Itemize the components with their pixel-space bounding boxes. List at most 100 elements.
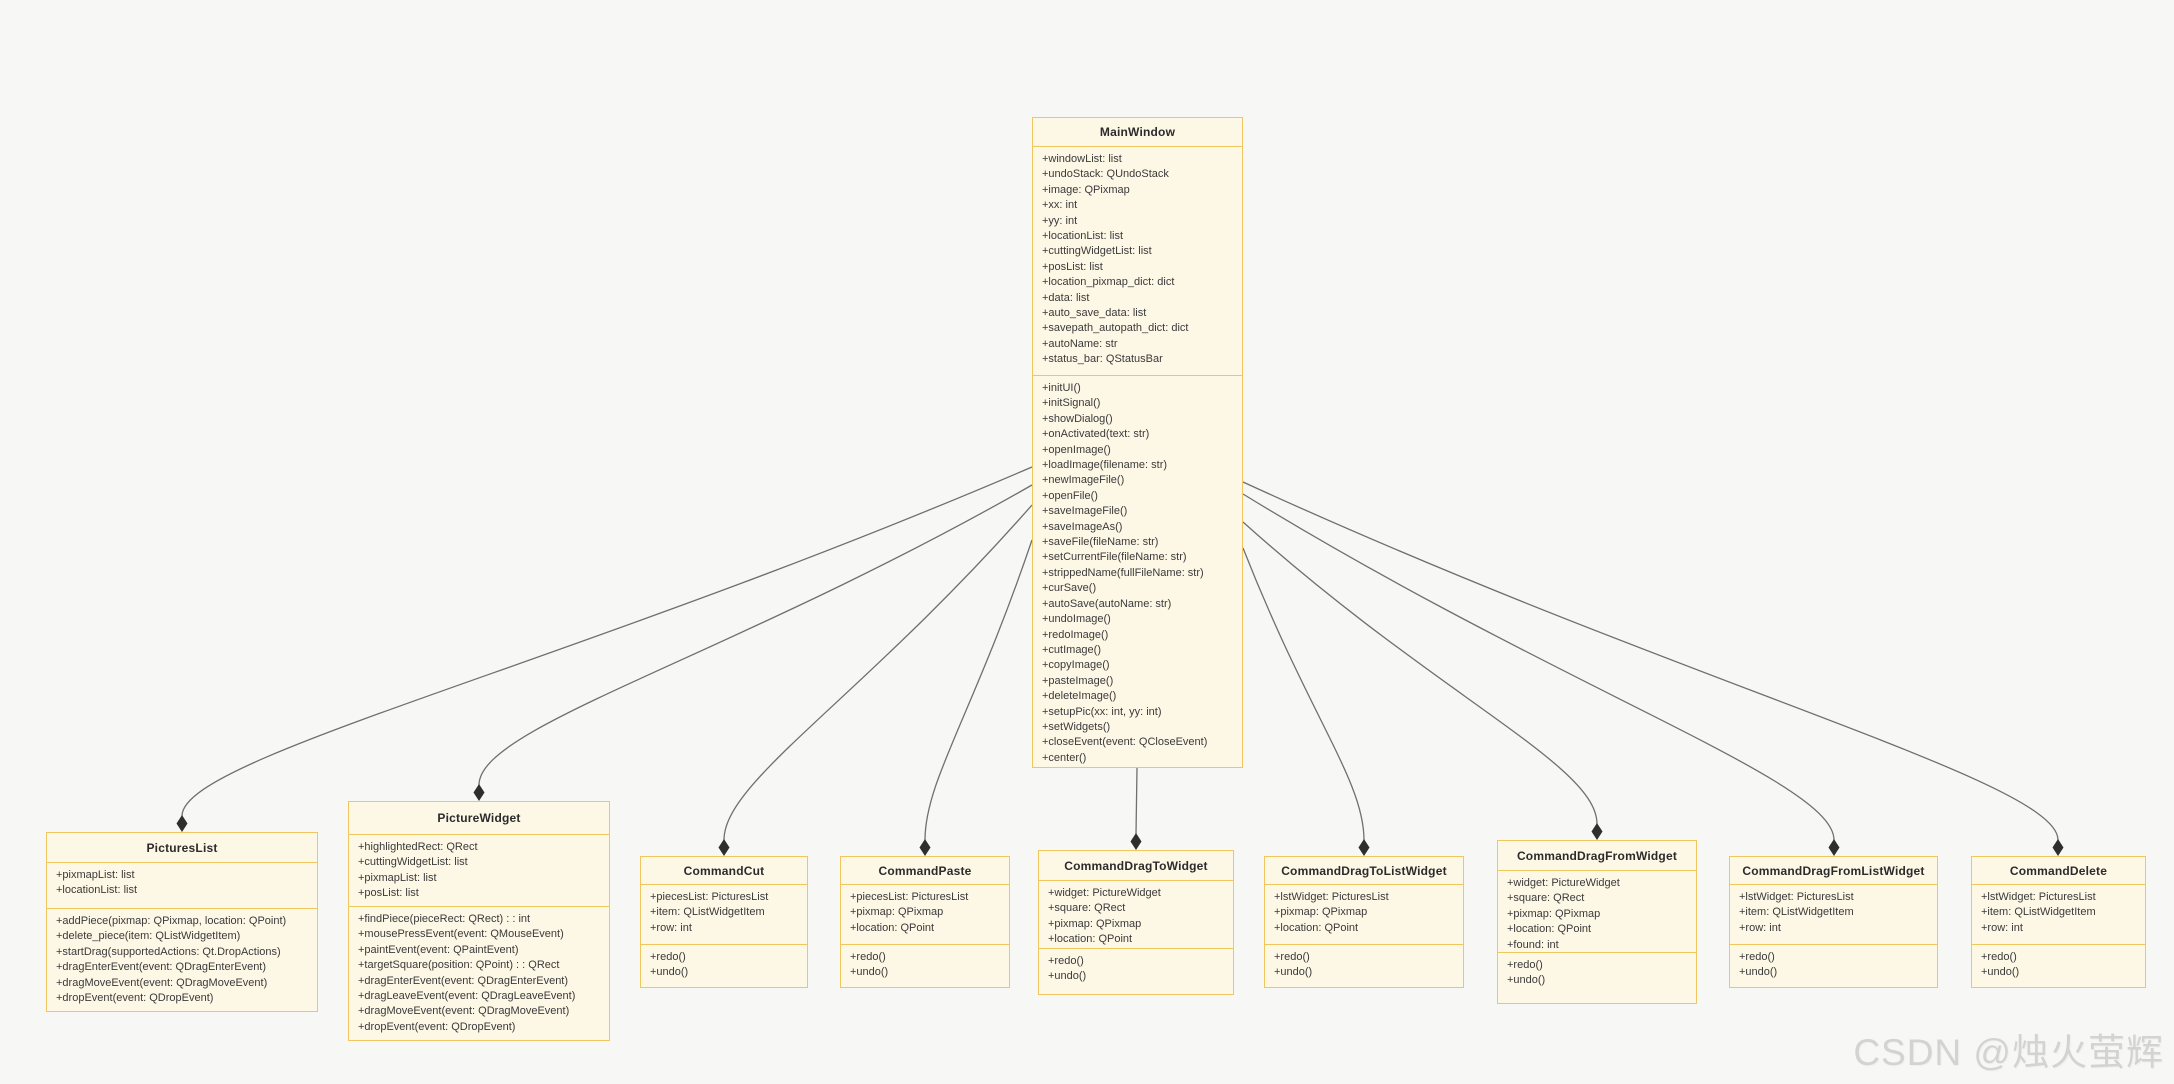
class-method: +dragMoveEvent(event: QDragMoveEvent) [56, 976, 268, 989]
class-box-command-drag-to-widget[interactable]: CommandDragToWidget+widget: PictureWidge… [1038, 850, 1234, 995]
class-box-main-window[interactable]: MainWindow+windowList: list+undoStack: Q… [1032, 117, 1243, 768]
class-attribute: +pixmap: QPixmap [1048, 917, 1142, 930]
class-method: +undo() [650, 966, 689, 979]
class-method-section: +redo()+undo() [1265, 945, 1463, 985]
class-box-command-delete[interactable]: CommandDelete+lstWidget: PicturesList+it… [1971, 856, 2146, 988]
class-method: +initUI() [1042, 382, 1081, 394]
class-method: +redo() [1981, 951, 2017, 963]
class-method-section: +initUI()+initSignal()+showDialog()+onAc… [1033, 376, 1242, 765]
class-title: CommandPaste [841, 857, 1009, 885]
class-title: CommandDragFromWidget [1498, 841, 1696, 871]
class-attribute: +square: QRect [1048, 902, 1126, 915]
class-title: CommandDragToListWidget [1265, 857, 1463, 885]
class-attribute: +image: QPixmap [1042, 183, 1130, 196]
composition-diamond-icon [1130, 833, 1142, 850]
class-method: +findPiece(pieceRect: QRect) : : int [358, 913, 531, 925]
class-attribute-section: +piecesList: PicturesList+item: QListWid… [641, 885, 807, 945]
class-attribute: +location_pixmap_dict: dict [1042, 276, 1175, 289]
composition-diamond-icon [718, 839, 730, 856]
class-method-section: +addPiece(pixmap: QPixmap, location: QPo… [47, 909, 317, 1009]
class-method: +undo() [1981, 966, 2020, 979]
class-method: +dragEnterEvent(event: QDragEnterEvent) [358, 974, 569, 987]
class-method-section: +redo() +undo() [641, 945, 807, 985]
class-method: +initSignal() [1042, 397, 1101, 410]
class-attribute: +item: QListWidgetItem [650, 906, 765, 919]
class-attribute: +lstWidget: PicturesList [1274, 891, 1389, 903]
class-method: +redo() [850, 951, 886, 963]
class-box-command-drag-from-list-widget[interactable]: CommandDragFromListWidget+lstWidget: Pic… [1729, 856, 1938, 988]
class-method: +setWidgets() [1042, 720, 1111, 733]
class-method: +dropEvent(event: QDropEvent) [56, 992, 214, 1005]
class-attribute: +pixmap: QPixmap [850, 906, 944, 919]
class-method: +paintEvent(event: QPaintEvent) [358, 943, 519, 956]
class-method: +openFile() [1042, 489, 1098, 502]
class-title: CommandDragToWidget [1039, 851, 1233, 881]
class-attribute: +cuttingWidgetList: list [1042, 245, 1152, 258]
class-method: +targetSquare(position: QPoint) : : QRec… [358, 959, 560, 972]
class-method: +closeEvent(event: QCloseEvent) [1042, 736, 1208, 749]
class-method: +redo() [1739, 951, 1775, 963]
class-attribute-section: +lstWidget: PicturesList+item: QListWidg… [1730, 885, 1937, 945]
class-box-command-drag-to-list-widget[interactable]: CommandDragToListWidget+lstWidget: Pictu… [1264, 856, 1464, 988]
class-title: MainWindow [1033, 118, 1242, 147]
class-attribute: +location: QPoint [1274, 921, 1359, 934]
composition-diamond-icon [919, 839, 931, 856]
class-attribute: +posList: list [1042, 260, 1103, 273]
class-method: +redo() [1507, 959, 1543, 971]
class-attribute: +location: QPoint [850, 921, 935, 934]
class-attribute: +pixmapList: list [56, 869, 135, 881]
class-attribute: +pixmap: QPixmap [1274, 906, 1368, 919]
class-method: +undo() [1507, 974, 1546, 987]
class-attribute: +locationList: list [56, 884, 138, 897]
class-method: +dragEnterEvent(event: QDragEnterEvent) [56, 961, 267, 974]
watermark: CSDN @烛火萤辉 [1853, 1032, 2164, 1073]
connector-MainWindow-to-CommandDragToListWidget[interactable] [1242, 547, 1365, 841]
class-attribute-section: +widget: PictureWidget+square: QRect+pix… [1039, 881, 1233, 949]
class-box-command-paste[interactable]: CommandPaste+piecesList: PicturesList+pi… [840, 856, 1010, 988]
class-attribute: +item: QListWidgetItem [1739, 906, 1854, 919]
class-method: +redo() [650, 951, 686, 963]
class-title: CommandDelete [1972, 857, 2145, 885]
connector-MainWindow-to-CommandDragFromWidget[interactable] [1242, 521, 1598, 825]
class-attribute: +savepath_autopath_dict: dict [1042, 322, 1189, 335]
composition-diamond-icon [2052, 839, 2064, 856]
class-attribute: +status_bar: QStatusBar [1042, 353, 1163, 366]
class-method: +onActivated(text: str) [1042, 428, 1150, 441]
class-attribute: +pixmapList: list [358, 871, 437, 884]
class-attribute-section: +pixmapList: list +locationList: list [47, 863, 317, 909]
connector-MainWindow-to-CommandPaste[interactable] [924, 539, 1033, 841]
class-attribute: +row: int [1739, 921, 1781, 934]
class-method-section: +redo() +undo() [1498, 953, 1696, 1001]
class-box-command-cut[interactable]: CommandCut+piecesList: PicturesList+item… [640, 856, 808, 988]
composition-diamond-icon [473, 784, 485, 801]
class-method: +cutImage() [1042, 643, 1101, 656]
class-method: +autoSave(autoName: str) [1042, 597, 1172, 610]
class-attribute-section: +highlightedRect: QRect+cuttingWidgetLis… [349, 835, 609, 907]
connector-MainWindow-to-CommandDragFromListWidget[interactable] [1242, 493, 1835, 841]
class-title: PictureWidget [349, 802, 609, 835]
class-method: +undo() [1048, 970, 1087, 983]
class-method: +undo() [850, 966, 889, 979]
class-attribute: +yy: int [1042, 214, 1078, 227]
connector-MainWindow-to-CommandDragToWidget[interactable] [1135, 767, 1138, 835]
class-box-picture-widget[interactable]: PictureWidget+highlightedRect: QRect+cut… [348, 801, 610, 1041]
connector-MainWindow-to-CommandCut[interactable] [723, 504, 1033, 841]
class-title: CommandDragFromListWidget [1730, 857, 1937, 885]
class-attribute: +xx: int [1042, 199, 1078, 212]
connector-MainWindow-to-PictureWidget[interactable] [478, 484, 1033, 786]
class-attribute: +locationList: list [1042, 230, 1124, 243]
class-attribute-section: +lstWidget: PicturesList +pixmap: QPixmap… [1265, 885, 1463, 945]
composition-diamond-icon [176, 815, 188, 832]
class-method: +addPiece(pixmap: QPixmap, location: QPo… [56, 915, 287, 927]
class-box-command-drag-from-widget[interactable]: CommandDragFromWidget+widget: PictureWid… [1497, 840, 1697, 1004]
connector-MainWindow-to-PicturesList[interactable] [181, 466, 1033, 817]
class-method-section: +redo() +undo() [841, 945, 1009, 985]
class-method: +deleteImage() [1042, 690, 1117, 703]
class-method: +dragLeaveEvent(event: QDragLeaveEvent) [358, 990, 576, 1003]
class-method: +curSave() [1042, 582, 1097, 595]
class-box-pictures-list[interactable]: PicturesList+pixmapList: list+locationLi… [46, 832, 318, 1012]
class-method: +openImage() [1042, 443, 1111, 456]
connector-MainWindow-to-CommandDelete[interactable] [1242, 481, 2059, 841]
class-method: +startDrag(supportedActions: Qt.DropActi… [56, 945, 281, 958]
